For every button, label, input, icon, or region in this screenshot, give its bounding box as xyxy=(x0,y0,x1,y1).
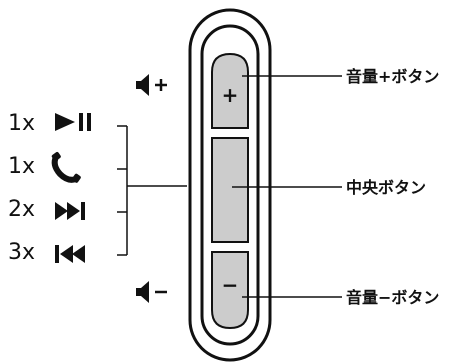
center-button-label: 中央ボタン xyxy=(346,178,426,197)
volume-up-button-label: 音量+ボタン xyxy=(346,67,439,86)
phone-icon xyxy=(51,152,81,183)
press-count-2: 1x xyxy=(8,154,35,179)
volume-down-button[interactable]: − xyxy=(211,251,249,330)
volume-up-button[interactable]: + xyxy=(211,52,249,129)
volume-down-button-label: 音量−ボタン xyxy=(346,288,439,307)
press-count-3: 2x xyxy=(8,197,35,222)
press-count-4: 3x xyxy=(8,240,35,265)
volume-up-speaker-icon xyxy=(136,74,167,96)
center-button[interactable] xyxy=(211,137,249,243)
volume-down-speaker-icon xyxy=(136,281,167,303)
press-actions-bracket xyxy=(117,125,187,256)
previous-track-icon xyxy=(55,245,85,263)
next-track-icon xyxy=(55,202,85,220)
minus-symbol: − xyxy=(222,273,239,297)
remote-inner-outline xyxy=(200,24,260,346)
play-pause-icon xyxy=(55,113,91,131)
press-count-1: 1x xyxy=(8,111,35,136)
plus-symbol: + xyxy=(222,83,239,107)
